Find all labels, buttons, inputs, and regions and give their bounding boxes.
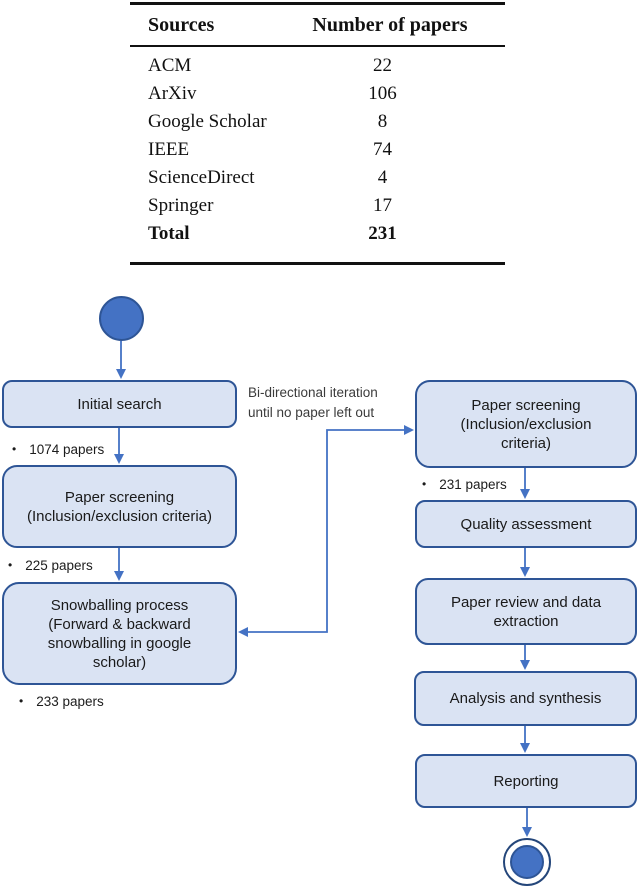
paper-count: 74 [373,139,392,160]
arrow-analysis-to-reporting-icon [520,726,530,753]
source-name: ACM [148,55,192,76]
sources-table: Sources Number of papers ACM 22 ArXiv 10… [130,2,505,265]
node-quality-assessment: Quality assessment [415,500,637,548]
count-initial-search: • 1074 papers [12,442,104,457]
arrow-review-to-analysis-icon [520,645,530,670]
arrow-screening-to-quality-icon [520,468,530,499]
total-count: 231 [368,223,397,244]
table-row: ArXiv 106 [130,83,505,111]
node-reporting: Reporting [415,754,637,808]
table-row: Google Scholar 8 [130,111,505,139]
source-name: Google Scholar [148,111,267,132]
table-bottom-rule [130,262,505,265]
paper-count: 4 [377,167,388,188]
bidirectional-loop-connector-icon [238,425,414,637]
node-paper-review: Paper review and data extraction [415,578,637,645]
bullet-icon: • [8,558,13,572]
source-name: IEEE [148,139,190,160]
table-header-sources: Sources [148,13,215,36]
arrow-initial-to-screening-icon [114,428,124,464]
source-name: ScienceDirect [148,167,255,188]
count-text: 1074 papers [29,442,105,457]
arrow-quality-to-review-icon [520,548,530,577]
table-header-rule [130,45,505,47]
count-text: 231 papers [439,477,507,492]
table-total-row: Total 231 [130,223,505,253]
table-row: ScienceDirect 4 [130,167,505,195]
arrow-screening-to-snowballing-icon [114,548,124,581]
table-top-rule [130,2,505,5]
count-text: 233 papers [36,694,104,709]
node-snowballing: Snowballing process (Forward & backward … [2,582,237,685]
source-name: Springer [148,195,214,216]
count-screening-left: • 225 papers [8,558,93,573]
arrow-reporting-to-end-icon [522,808,532,837]
paper-count: 8 [377,111,388,132]
table-row: IEEE 74 [130,139,505,167]
paper-count: 22 [373,55,392,76]
start-node [99,296,144,341]
bullet-icon: • [12,442,17,456]
table-row: Springer 17 [130,195,505,223]
node-analysis-synthesis: Analysis and synthesis [414,671,637,726]
arrow-start-to-initial-search-icon [116,341,126,379]
source-name: ArXiv [148,83,197,104]
paper-count: 106 [368,83,397,104]
paper-count: 17 [373,195,392,216]
table-header-row: Sources Number of papers [130,5,505,45]
bullet-icon: • [422,477,427,491]
count-screening-right: • 231 papers [422,477,507,492]
node-paper-screening-right: Paper screening (Inclusion/exclusion cri… [415,380,637,468]
node-initial-search: Initial search [2,380,237,428]
count-snowballing: • 233 papers [19,694,104,709]
end-node [503,838,551,886]
table-header-count: Number of papers [312,13,468,36]
loop-label: Bi-directional iteration until no paper … [248,385,378,420]
total-label: Total [148,223,190,244]
node-paper-screening-left: Paper screening (Inclusion/exclusion cri… [2,465,237,548]
table-row: ACM 22 [130,55,505,83]
end-node-inner [510,845,544,879]
bullet-icon: • [19,694,24,708]
count-text: 225 papers [25,558,93,573]
